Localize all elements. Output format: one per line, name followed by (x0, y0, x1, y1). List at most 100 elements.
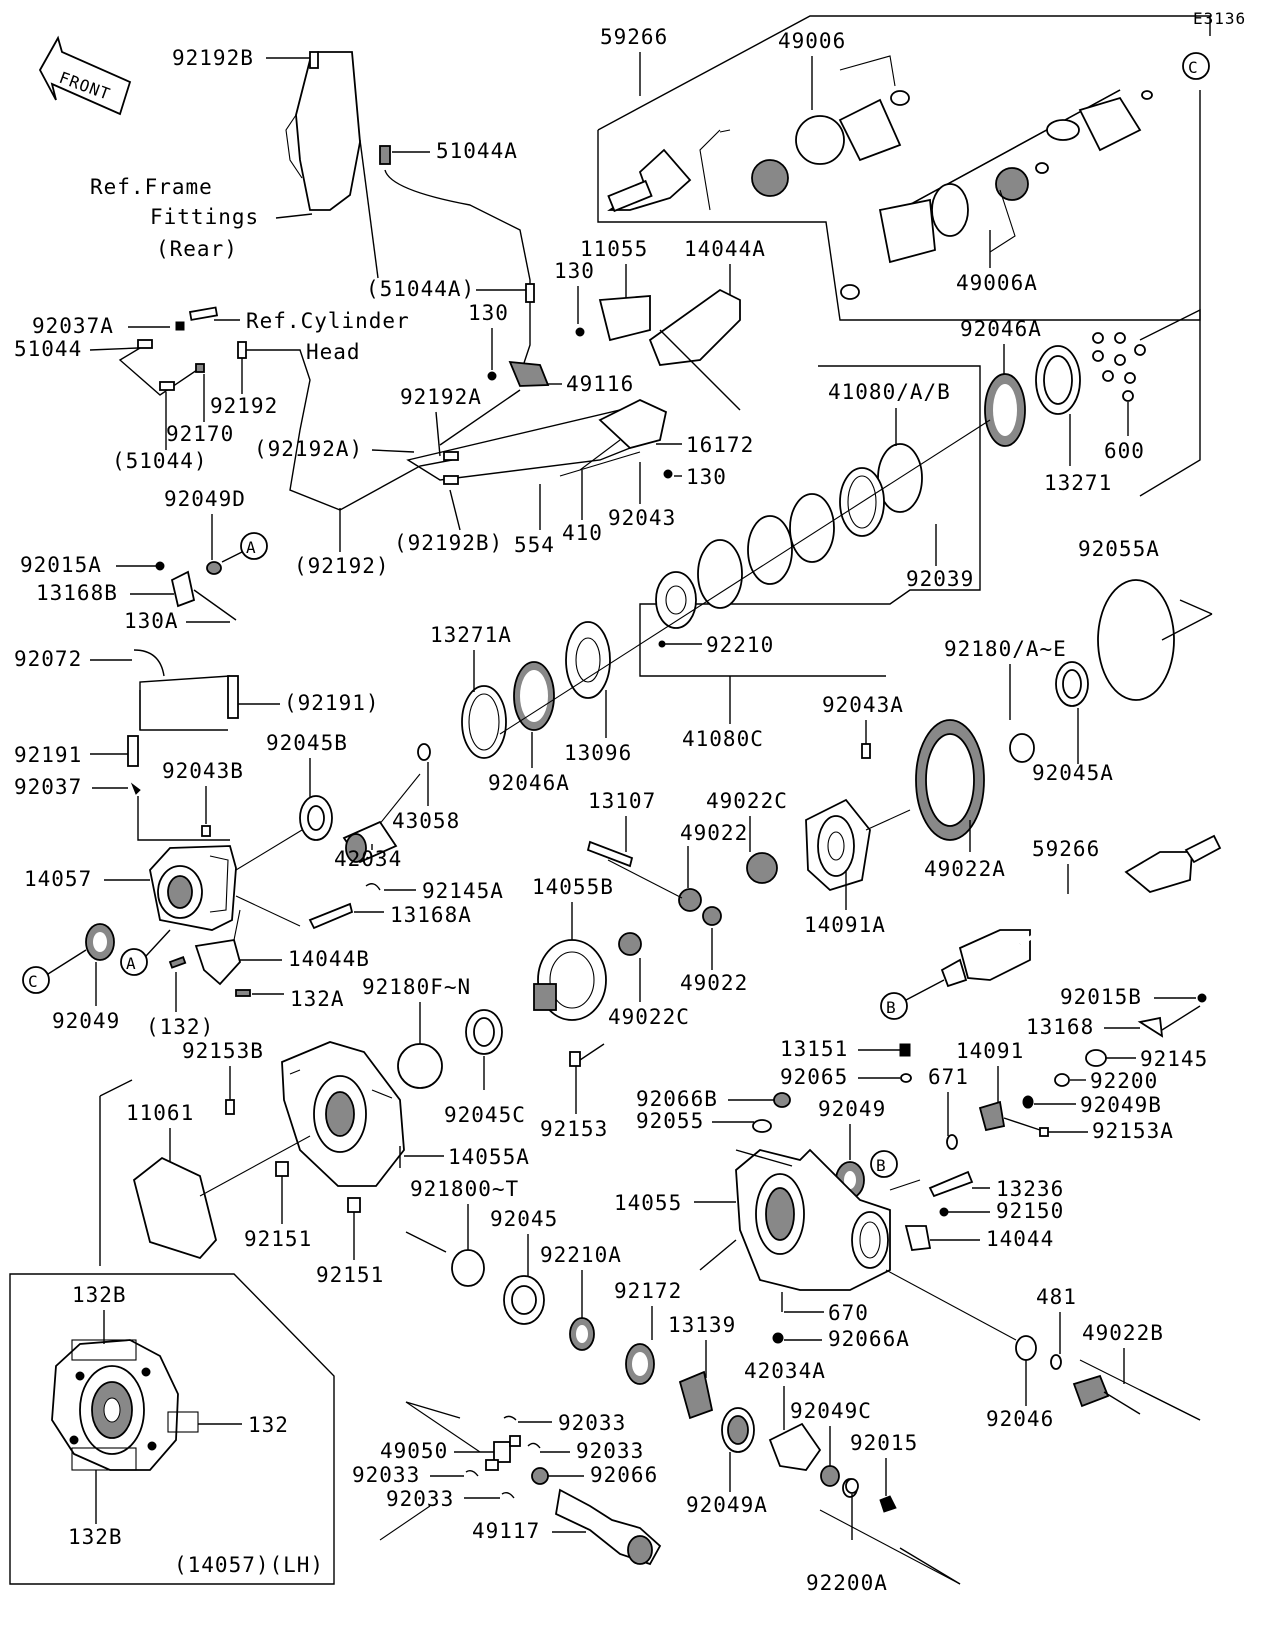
svg-text:C: C (28, 972, 39, 991)
label-92055: 92055 (636, 1109, 704, 1133)
label-92153b: 92153B (182, 1039, 264, 1063)
pinion-shaft-icon (1072, 1374, 1141, 1415)
label-51044a-paren: (51044A) (366, 277, 475, 301)
label-51044-paren: (51044) (112, 449, 208, 473)
label-13236: 13236 (996, 1177, 1064, 1201)
label-92145a: 92145A (422, 879, 504, 903)
label-42034a: 42034A (744, 1359, 826, 1383)
label-92192: 92192 (210, 394, 278, 418)
pinion-gear-icon (342, 820, 398, 864)
rear-axle-shaft-group (940, 834, 1222, 988)
label-49006: 49006 (778, 29, 846, 53)
label-130-c: 130 (686, 465, 727, 489)
label-13139: 13139 (668, 1313, 736, 1337)
label-14044: 14044 (986, 1227, 1054, 1251)
label-59266: 59266 (600, 25, 668, 49)
label-92065: 92065 (780, 1065, 848, 1089)
label-49117: 49117 (472, 1519, 540, 1543)
front-arrow-icon: FRONT (38, 35, 132, 116)
label-132a: 132A (290, 987, 345, 1011)
label-14057: 14057 (24, 867, 92, 891)
o-ring-92180-icon (397, 1043, 443, 1089)
ring-gear-hub-icon (533, 939, 607, 1021)
bracket-group (439, 288, 741, 446)
o-ring-large-icon (1097, 579, 1175, 701)
breather-hose-group (285, 51, 535, 376)
label-13168: 13168 (1026, 1015, 1094, 1039)
diagram-id: E3136 (1193, 9, 1246, 28)
hose-loop-group (118, 306, 453, 511)
label-92170: 92170 (166, 422, 234, 446)
flange-yoke-icon (555, 1488, 662, 1566)
label-92191: 92191 (14, 743, 82, 767)
shift-lever-icon (170, 570, 196, 608)
label-670: 670 (828, 1301, 869, 1325)
label-92153: 92153 (540, 1117, 608, 1141)
boot-icon (838, 98, 902, 162)
label-92191-paren: (92191) (284, 691, 380, 715)
label-49116: 49116 (566, 372, 634, 396)
bearing-cage-icon (751, 159, 789, 197)
label-92039: 92039 (906, 567, 974, 591)
label-92046: 92046 (986, 1407, 1054, 1431)
label-92043b: 92043B (162, 759, 244, 783)
label-92200a: 92200A (806, 1571, 888, 1595)
label-92045a: 92045A (1032, 761, 1114, 785)
label-92043: 92043 (608, 506, 676, 530)
cv-joint-inner-icon (1078, 96, 1142, 152)
ref-frame-line3: (Rear) (156, 237, 238, 261)
label-92037a: 92037A (32, 314, 114, 338)
label-132: 132 (248, 1413, 289, 1437)
label-130a: 130A (124, 609, 179, 633)
callout-c-top: C (1182, 52, 1210, 80)
label-92180f-n: 92180F~N (362, 975, 471, 999)
label-51044: 51044 (14, 337, 82, 361)
label-92066b: 92066B (636, 1087, 718, 1111)
label-92172: 92172 (614, 1279, 682, 1303)
label-92192a-paren: (92192A) (254, 437, 363, 461)
clutch-hub-icon (565, 621, 611, 699)
label-13096: 13096 (564, 741, 632, 765)
label-13271: 13271 (1044, 471, 1112, 495)
sensor-14091-icon (978, 1100, 1006, 1132)
clutch-pack-group (461, 345, 1081, 759)
label-92210a: 92210A (540, 1243, 622, 1267)
ref-frame-line1: Ref.Frame (90, 175, 213, 199)
label-92192-paren: (92192) (294, 554, 390, 578)
label-92037: 92037 (14, 775, 82, 799)
label-92151-a: 92151 (244, 1227, 312, 1251)
label-92046a-2: 92046A (488, 771, 570, 795)
inset-caption: (14057)(LH) (174, 1553, 324, 1577)
label-554: 554 (514, 533, 555, 557)
label-92192a: 92192A (400, 385, 482, 409)
label-49022c: 49022C (706, 789, 788, 813)
housing-14055-icon (735, 1148, 891, 1291)
label-13168b: 13168B (36, 581, 118, 605)
label-49006a: 49006A (956, 271, 1038, 295)
breather-line-group (406, 399, 673, 485)
label-51044a: 51044A (436, 139, 518, 163)
label-11055: 11055 (580, 237, 648, 261)
label-130-a: 130 (554, 259, 595, 283)
housing-14055a-icon (281, 1041, 405, 1187)
label-11061: 11061 (126, 1101, 194, 1125)
callout-a-mid: A (120, 948, 148, 976)
label-49050: 49050 (380, 1439, 448, 1463)
coupling-icon (678, 1370, 714, 1420)
label-92033-b: 92033 (576, 1439, 644, 1463)
differential-case-group (805, 719, 985, 892)
label-49022-b: 49022 (680, 971, 748, 995)
label-92045: 92045 (490, 1207, 558, 1231)
label-42034: 42034 (334, 847, 402, 871)
label-13271a: 13271A (430, 623, 512, 647)
callout-b-mid: B (880, 992, 908, 1020)
label-16172: 16172 (686, 433, 754, 457)
callout-b-low: B (870, 1150, 898, 1178)
label-92055a: 92055A (1078, 537, 1160, 561)
label-13168a: 13168A (390, 903, 472, 927)
label-600: 600 (1104, 439, 1145, 463)
label-92033-c: 92033 (352, 1463, 420, 1487)
label-92046a: 92046A (960, 317, 1042, 341)
label-92015: 92015 (850, 1431, 918, 1455)
